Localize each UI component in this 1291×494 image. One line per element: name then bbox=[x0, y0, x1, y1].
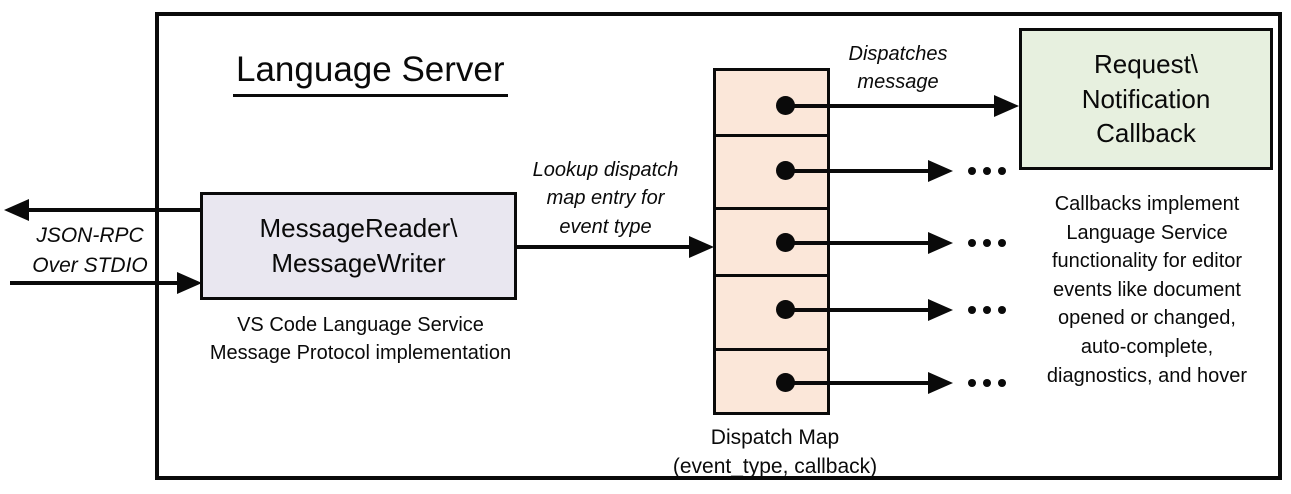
stdin-arrow-line bbox=[10, 281, 178, 285]
callbacks-note-line: Callbacks implement bbox=[1054, 193, 1240, 215]
dispatch-arrow-1-line bbox=[786, 104, 996, 108]
stdout-arrow-line bbox=[22, 208, 202, 212]
callback-node-line3: Callback bbox=[1096, 118, 1196, 149]
callbacks-note-line: auto-complete, bbox=[1080, 335, 1214, 358]
callback-node: Request\ Notification Callback bbox=[1019, 28, 1273, 170]
dispatches-label: Dispatches message bbox=[828, 40, 968, 97]
map-entry-dot bbox=[776, 300, 795, 319]
callbacks-note-line: events like document bbox=[1053, 278, 1241, 301]
dispatch-map-caption-line1: Dispatch Map bbox=[710, 426, 840, 449]
dispatch-arrow-5-line bbox=[786, 381, 930, 385]
callbacks-note-line: Language Service bbox=[1066, 221, 1228, 244]
more-callbacks-ellipsis-icon bbox=[968, 167, 1006, 175]
dispatch-map-caption: Dispatch Map (event_type, callback) bbox=[640, 424, 910, 482]
dispatch-arrow-5-head-icon bbox=[928, 372, 953, 394]
json-rpc-label-line2: Over STDIO bbox=[32, 253, 148, 277]
message-reader-caption-line2: Message Protocol implementation bbox=[209, 341, 512, 364]
callbacks-note-line: diagnostics, and hover bbox=[1046, 364, 1248, 387]
diagram-title: Language Server bbox=[233, 50, 508, 97]
dispatch-map-divider bbox=[716, 207, 827, 210]
json-rpc-label: JSON-RPC Over STDIO bbox=[10, 221, 170, 281]
more-callbacks-ellipsis-icon bbox=[968, 379, 1006, 387]
dispatch-map-caption-line2: (event_type, callback) bbox=[672, 454, 878, 478]
json-rpc-label-line1: JSON-RPC bbox=[36, 224, 144, 247]
lookup-label-line2: map entry for bbox=[546, 187, 665, 210]
dispatch-arrow-4-head-icon bbox=[928, 299, 953, 321]
callbacks-note-line: opened or changed, bbox=[1058, 307, 1236, 330]
dispatch-arrow-2-head-icon bbox=[928, 160, 953, 182]
dispatch-map-divider bbox=[716, 274, 827, 277]
message-reader-writer-node: MessageReader\ MessageWriter bbox=[200, 192, 517, 300]
dispatch-map-divider bbox=[716, 348, 827, 351]
lookup-arrowhead-icon bbox=[689, 236, 714, 258]
dispatch-arrow-2-line bbox=[786, 169, 930, 173]
dispatches-label-line2: message bbox=[857, 71, 939, 94]
lookup-label-line3: event type bbox=[559, 215, 652, 238]
message-reader-caption-line1: VS Code Language Service bbox=[237, 314, 484, 336]
callback-node-line1: Request\ bbox=[1093, 49, 1199, 80]
dispatch-arrow-3-line bbox=[786, 241, 930, 245]
message-writer-line: MessageWriter bbox=[271, 248, 446, 278]
map-entry-dot bbox=[776, 161, 795, 180]
callbacks-note-line: functionality for editor bbox=[1051, 250, 1243, 273]
map-entry-dot bbox=[776, 233, 795, 252]
callbacks-note: Callbacks implement Language Service fun… bbox=[1021, 190, 1273, 390]
dispatches-label-line1: Dispatches bbox=[848, 43, 948, 65]
map-entry-dot bbox=[776, 373, 795, 392]
stdin-arrowhead-icon bbox=[177, 272, 202, 294]
map-entry-dot bbox=[776, 96, 795, 115]
message-reader-line: MessageReader\ bbox=[259, 213, 458, 244]
dispatch-arrow-4-line bbox=[786, 308, 930, 312]
dispatch-arrow-1-head-icon bbox=[994, 95, 1019, 117]
dispatch-map-divider bbox=[716, 134, 827, 137]
lookup-label: Lookup dispatch map entry for event type bbox=[518, 156, 693, 241]
lookup-label-line1: Lookup dispatch bbox=[532, 159, 679, 181]
message-reader-caption: VS Code Language Service Message Protoco… bbox=[188, 312, 533, 367]
stdout-arrowhead-icon bbox=[4, 199, 29, 221]
more-callbacks-ellipsis-icon bbox=[968, 306, 1006, 314]
callback-node-line2: Notification bbox=[1081, 83, 1211, 114]
lookup-arrow-line bbox=[517, 245, 690, 249]
dispatch-arrow-3-head-icon bbox=[928, 232, 953, 254]
more-callbacks-ellipsis-icon bbox=[968, 239, 1006, 247]
